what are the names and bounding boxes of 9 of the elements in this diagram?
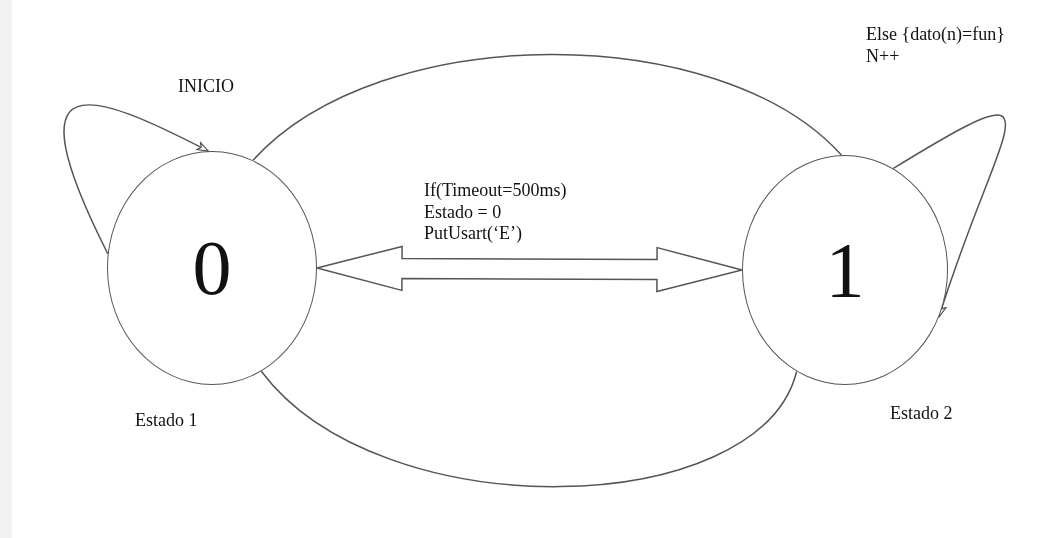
state-number: 0	[192, 229, 232, 307]
connector-line	[252, 53, 843, 162]
self-loop-arrow	[892, 114, 1007, 318]
state-caption: Estado 2	[890, 403, 953, 424]
connector-line	[260, 370, 798, 488]
double-block-arrow	[314, 245, 745, 293]
state-number: 1	[825, 231, 865, 309]
self-loop-arrow	[63, 104, 210, 255]
state-caption: Estado 1	[135, 410, 198, 431]
